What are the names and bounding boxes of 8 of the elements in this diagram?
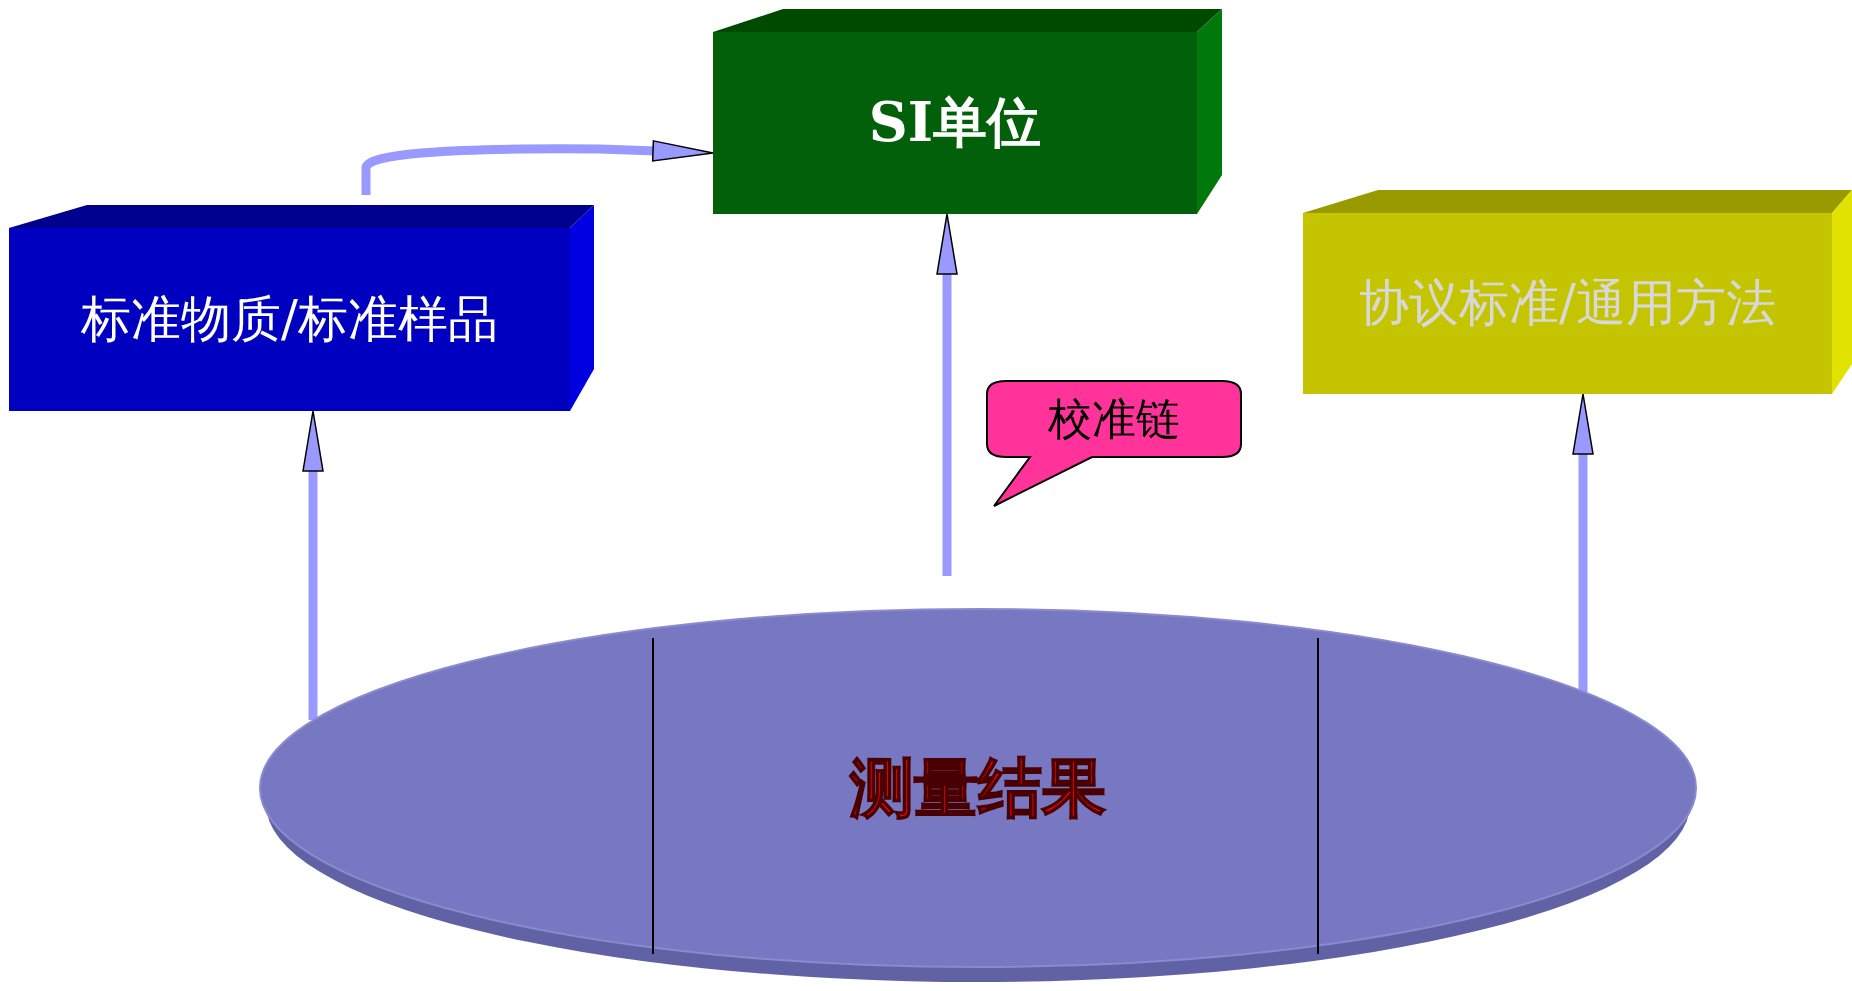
block-arrow	[302, 410, 324, 720]
label: 标准物质/标准样品	[81, 289, 498, 350]
label: SI单位	[868, 88, 1042, 156]
block-arrow	[936, 213, 958, 576]
label: 校准链	[1048, 391, 1180, 446]
label: 协议标准/通用方法	[1359, 273, 1776, 334]
block-arrow	[1572, 393, 1594, 693]
label: 测量结果	[850, 748, 1106, 827]
